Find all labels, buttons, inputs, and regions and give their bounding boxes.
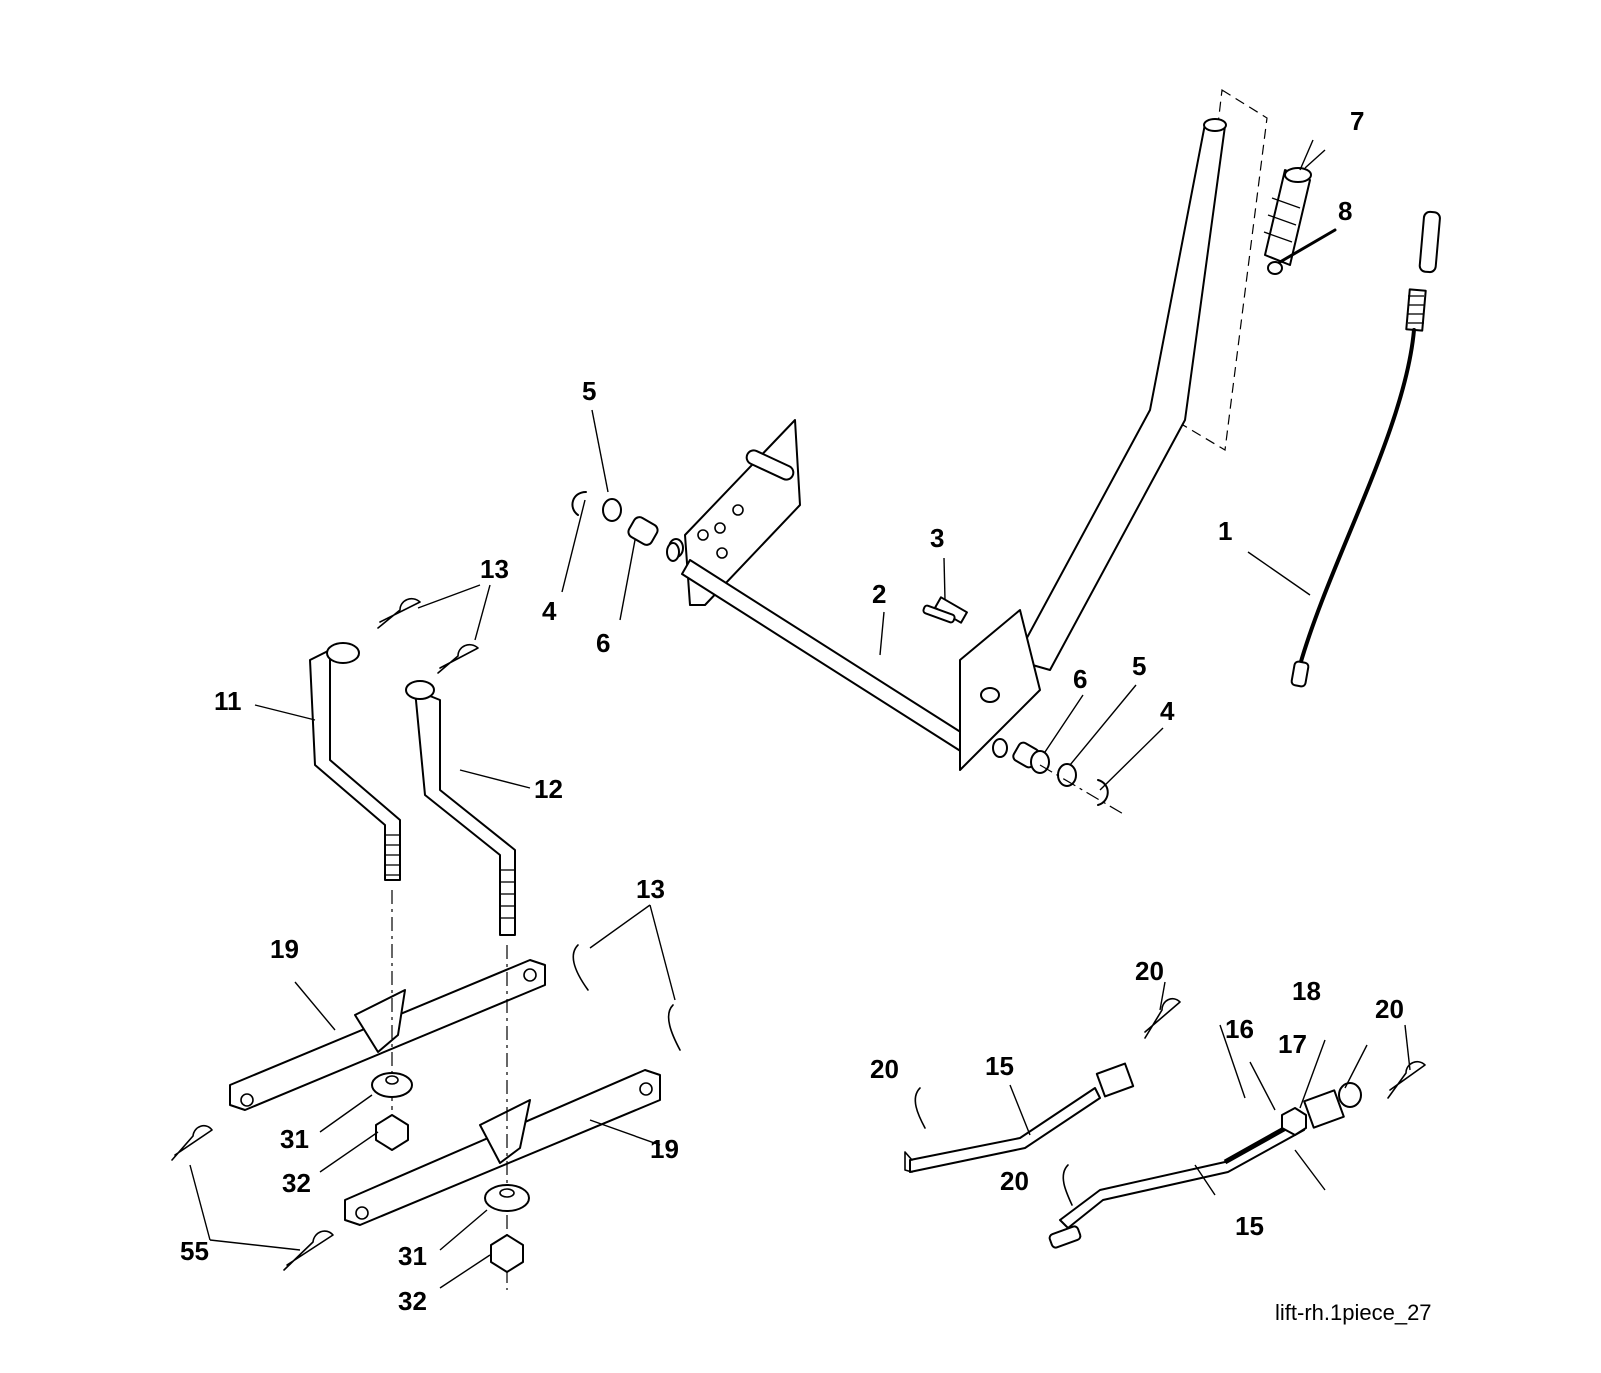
callout-20-a: 20: [1135, 956, 1164, 986]
lift-shaft: [668, 538, 1041, 771]
callout-19-upper: 19: [270, 934, 299, 964]
callout-4-left: 4: [542, 596, 557, 626]
lift-arm-lower: [344, 1069, 661, 1226]
roll-pin: [922, 604, 956, 624]
callout-15-lower: 15: [1235, 1211, 1264, 1241]
callout-8: 8: [1338, 196, 1352, 226]
callout-4-right: 4: [1160, 696, 1175, 726]
lift-link-11: [309, 642, 401, 881]
jam-nut: [1281, 1107, 1307, 1136]
callout-55: 55: [180, 1236, 209, 1266]
callout-20-d: 20: [1000, 1166, 1029, 1196]
callout-13-lower: 13: [636, 874, 665, 904]
nut-18: [1338, 1082, 1362, 1108]
left-shaft-hardware: [571, 491, 680, 562]
callout-11: 11: [214, 686, 242, 716]
callout-2: 2: [872, 579, 886, 609]
hairpin-clip-icon: [572, 944, 589, 991]
callout-15-upper: 15: [985, 1051, 1014, 1081]
callout-32-upper: 32: [282, 1168, 311, 1198]
callout-1: 1: [1218, 516, 1232, 546]
lift-cable: [1290, 210, 1441, 688]
hairpin-clip-icon: [1144, 998, 1181, 1039]
spacer-nut-upper: [371, 1072, 413, 1151]
hairpin-clip-icon: [283, 1230, 334, 1271]
adjust-rod-upper: [904, 1062, 1135, 1173]
hairpin-clip-icon: [377, 598, 421, 629]
callout-6-left: 6: [596, 628, 610, 658]
hairpin-clip-icon: [667, 1004, 681, 1051]
diagram-caption: lift-rh.1piece_27: [1275, 1300, 1432, 1325]
lift-link-12: [405, 680, 516, 936]
callout-31-lower: 31: [398, 1241, 427, 1271]
leader-lines: [189, 139, 1411, 1289]
callout-7: 7: [1350, 106, 1364, 136]
lift-handle: [1014, 88, 1268, 671]
callout-13-upper: 13: [480, 554, 509, 584]
callout-32-lower: 32: [398, 1286, 427, 1316]
trunnion-block: [1303, 1089, 1345, 1129]
callout-labels: 1 2 3 4 4 5 5 6 6 7 8 11 12 13 13 15 15 …: [180, 106, 1404, 1316]
hairpin-clip-icon: [437, 644, 479, 674]
callout-19-lower: 19: [650, 1134, 679, 1164]
hairpin-clip-icon: [171, 1124, 213, 1161]
callout-12: 12: [534, 774, 563, 804]
handle-grip: [1263, 167, 1337, 275]
callout-6-right: 6: [1073, 664, 1087, 694]
adjust-rod-lower: [1048, 1117, 1305, 1249]
callout-17: 17: [1278, 1029, 1307, 1059]
pivot-plate: [684, 419, 801, 606]
callout-31-upper: 31: [280, 1124, 309, 1154]
callout-20-c: 20: [1375, 994, 1404, 1024]
callout-5-right: 5: [1132, 651, 1146, 681]
spacer-nut-lower: [484, 1184, 530, 1273]
hairpin-clip-icon: [914, 1087, 926, 1129]
callout-3: 3: [930, 523, 944, 553]
callout-20-b: 20: [870, 1054, 899, 1084]
callout-5-left: 5: [582, 376, 596, 406]
hairpin-clip-icon: [1062, 1164, 1073, 1206]
hairpin-clip-icon: [1387, 1061, 1426, 1099]
callout-18: 18: [1292, 976, 1321, 1006]
callout-16: 16: [1225, 1014, 1254, 1044]
right-shaft-hardware: [1012, 741, 1126, 816]
